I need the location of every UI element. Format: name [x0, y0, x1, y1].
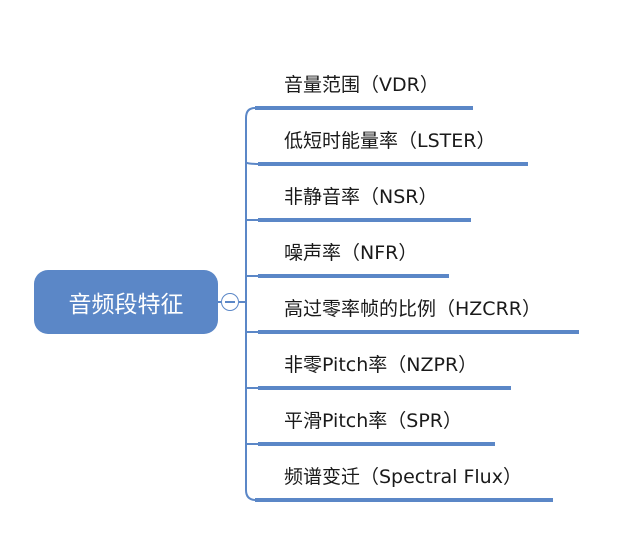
vertical-spine	[245, 107, 257, 501]
branch-stub-1	[245, 161, 261, 165]
branch-node-spr[interactable]: 平滑Pitch率（SPR）	[284, 410, 462, 432]
branch-node-nsr[interactable]: 非静音率（NSR）	[284, 186, 438, 208]
branch-node-nzpr[interactable]: 非零Pitch率（NZPR）	[284, 354, 478, 376]
collapse-minus-icon[interactable]	[221, 293, 239, 311]
branch-node-lster[interactable]: 低短时能量率（LSTER）	[284, 130, 496, 152]
root-node-label: 音频段特征	[68, 292, 184, 318]
branch-node-vdr[interactable]: 音量范围（VDR）	[284, 74, 439, 96]
root-node[interactable]: 音频段特征	[34, 270, 218, 334]
branch-node-hzcrr[interactable]: 高过零率帧的比例（HZCRR）	[284, 298, 541, 320]
branch-node-spectral-flux[interactable]: 频谱变迁（Spectral Flux）	[284, 466, 522, 488]
branch-node-nfr[interactable]: 噪声率（NFR）	[284, 242, 418, 264]
